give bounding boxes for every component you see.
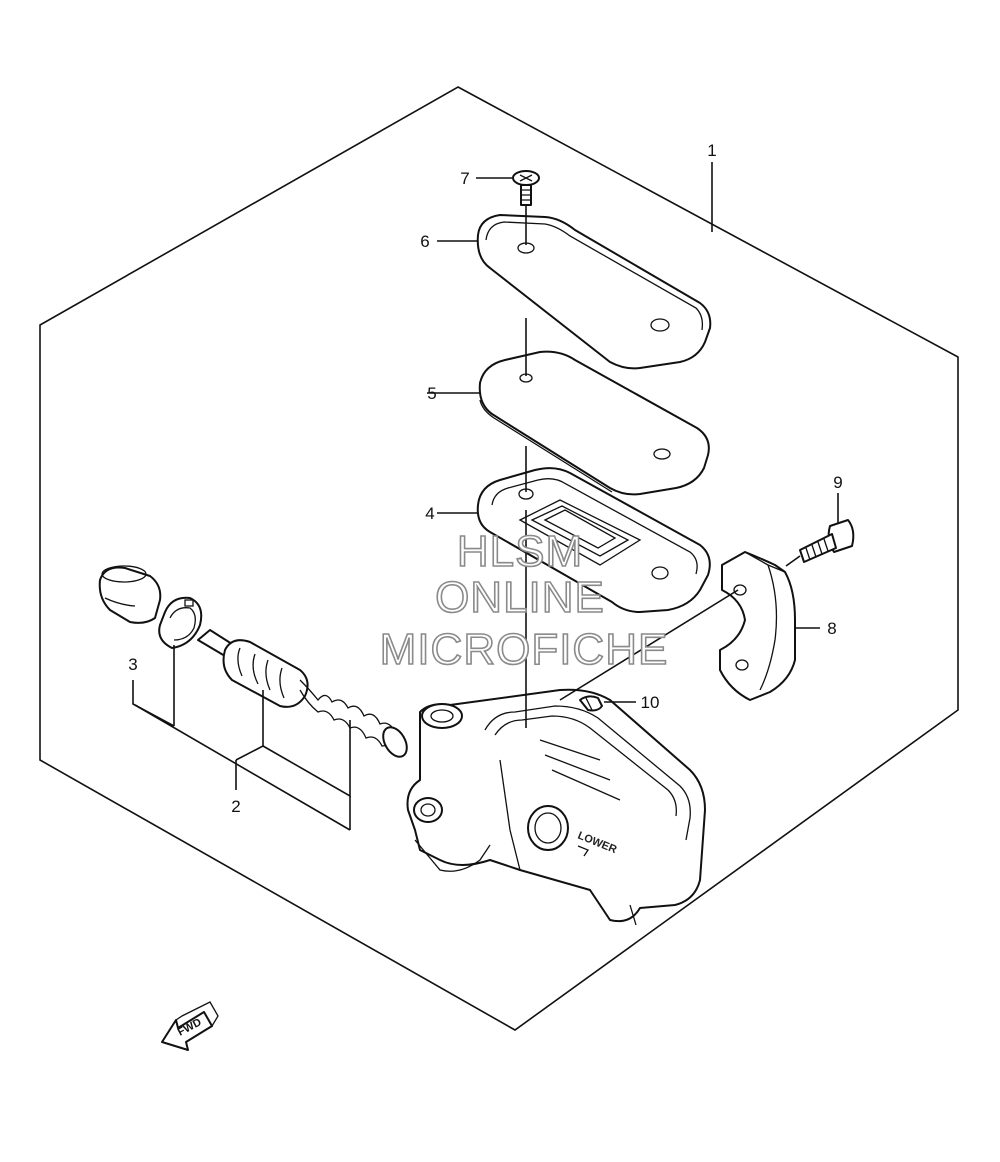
part-7-screw <box>512 170 540 206</box>
callout-10: 10 <box>641 693 660 712</box>
part-10-clip <box>579 695 603 712</box>
callout-7: 7 <box>460 169 469 188</box>
callout-2: 2 <box>231 797 240 816</box>
part-3-dust-boot <box>98 565 162 624</box>
part-5-diaphragm-plate <box>478 350 710 496</box>
callout-9: 9 <box>833 473 842 492</box>
callout-4: 4 <box>425 504 434 523</box>
callout-8: 8 <box>827 619 836 638</box>
part-4-diaphragm <box>476 467 711 613</box>
watermark: HLSM ONLINE MICROFICHE <box>379 526 669 675</box>
part-3-circlip <box>158 596 203 649</box>
callout-3: 3 <box>128 655 137 674</box>
master-cylinder-body: LOWER <box>406 688 706 926</box>
kit-boundary-hexagon <box>39 86 959 1031</box>
part-8-clamp <box>719 551 796 701</box>
callout-5: 5 <box>427 384 436 403</box>
part-6-reservoir-cap <box>476 214 712 370</box>
callout-6: 6 <box>420 232 429 251</box>
assembly-axis-lines <box>525 205 801 728</box>
fwd-arrow: FWD <box>161 1001 219 1051</box>
callout-leader-lines <box>132 162 839 831</box>
callout-1: 1 <box>707 141 716 160</box>
part-9-bolt <box>799 519 855 563</box>
watermark-line-2: ONLINE <box>435 573 605 622</box>
part-2-piston-assembly <box>197 629 408 758</box>
watermark-line-1: HLSM <box>457 527 583 576</box>
watermark-line-3: MICROFICHE <box>380 625 669 674</box>
